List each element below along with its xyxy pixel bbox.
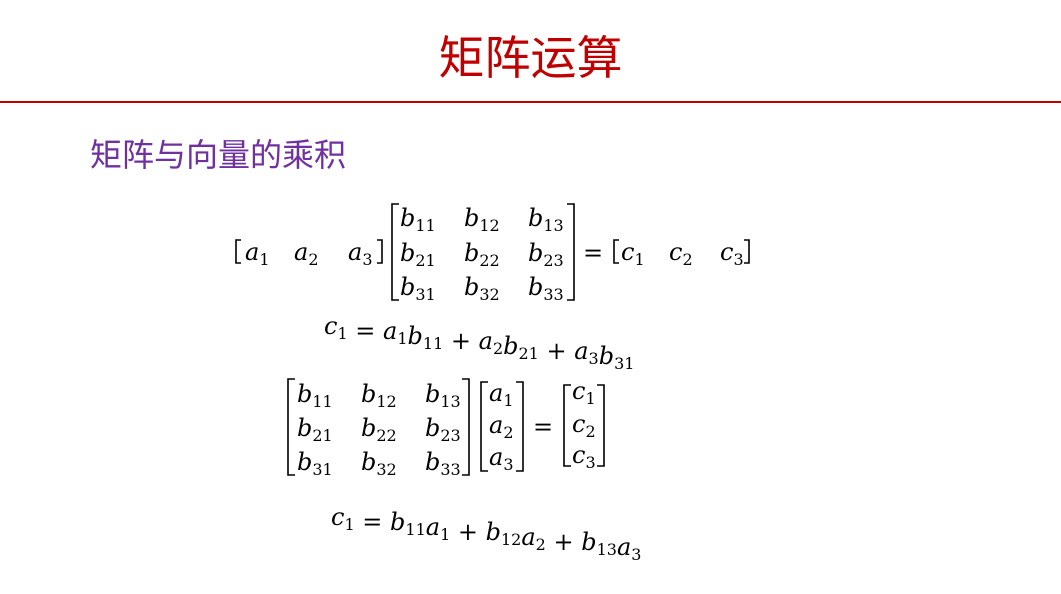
- result-row-vector-c: c1 c2 c3: [621, 238, 744, 269]
- matrix-b-entry: b21: [400, 239, 436, 270]
- slide-title: 矩阵运算: [438, 31, 623, 85]
- matrix-b-entry: b13: [528, 204, 564, 235]
- matrix-b2-entry: b21: [297, 414, 333, 445]
- matrix-b-entry: b23: [528, 239, 564, 270]
- expansion-text-2: c1 = b11a1 + b12a2 + b13a3: [331, 503, 641, 564]
- matrix-b2-entry: b13: [425, 380, 461, 411]
- row-vector-element: a1: [245, 238, 270, 269]
- matrix-b2-entry: b31: [297, 448, 333, 479]
- matrix-b2-entry: b23: [425, 414, 461, 445]
- matrix-b: b11 b12 b13 b21 b22 b23 b31 b32 b33: [400, 204, 564, 304]
- matrix-b-right-bracket: [567, 203, 575, 301]
- equals-sign-2: =: [533, 413, 553, 441]
- title-divider: [0, 101, 1061, 103]
- matrix-b-entry: b22: [464, 239, 500, 270]
- matrix-b-entry: b33: [528, 273, 564, 304]
- result-element: c1: [621, 238, 645, 269]
- column-a-element: a2: [489, 411, 514, 442]
- matrix-b2-right-bracket: [462, 378, 470, 476]
- column-c-element: c3: [572, 441, 596, 472]
- column-c-right-bracket: [597, 384, 605, 467]
- row-vector-element: a3: [348, 238, 373, 269]
- result-element: c2: [669, 238, 693, 269]
- matrix-b-entry: b12: [464, 204, 500, 235]
- matrix-b2-entry: b33: [425, 448, 461, 479]
- column-c-left-bracket: [563, 384, 571, 467]
- column-a-right-bracket: [516, 381, 524, 472]
- section-heading: 矩阵与向量的乘积: [90, 136, 347, 174]
- row-vector-element: a2: [294, 238, 319, 269]
- result-right-bracket: [744, 239, 750, 264]
- expansion-text-1: c1 = a1b11 + a2b21 + a3b31: [324, 312, 634, 373]
- matrix-b-left-bracket: [391, 203, 399, 301]
- matrix-b-entry: b11: [400, 204, 436, 235]
- column-a-element: a3: [489, 443, 514, 474]
- matrix-b2-left-bracket: [287, 378, 295, 476]
- column-c-element: c2: [572, 410, 596, 441]
- matrix-b2: b11 b12 b13 b21 b22 b23 b31 b32 b33: [297, 380, 461, 479]
- matrix-b2-entry: b11: [297, 380, 333, 411]
- column-a-left-bracket: [480, 381, 488, 472]
- result-element: c3: [720, 238, 744, 269]
- matrix-b-entry: b31: [400, 273, 436, 304]
- matrix-b2-entry: b32: [361, 448, 397, 479]
- matrix-b2-entry: b12: [361, 380, 397, 411]
- result-left-bracket: [613, 239, 619, 264]
- row-vector-left-bracket: [235, 239, 241, 264]
- expansion-2: c1 = b11a1 + b12a2 + b13a3: [331, 503, 641, 564]
- row-vector-right-bracket: [377, 239, 383, 264]
- matrix-b2-entry: b22: [361, 414, 397, 445]
- expansion-1: c1 = a1b11 + a2b21 + a3b31: [324, 312, 634, 373]
- equals-sign: =: [583, 239, 603, 267]
- column-a-element: a1: [489, 379, 514, 410]
- row-vector-a: a1 a2 a3: [245, 238, 373, 269]
- column-c-element: c1: [572, 377, 596, 408]
- matrix-b-entry: b32: [464, 273, 500, 304]
